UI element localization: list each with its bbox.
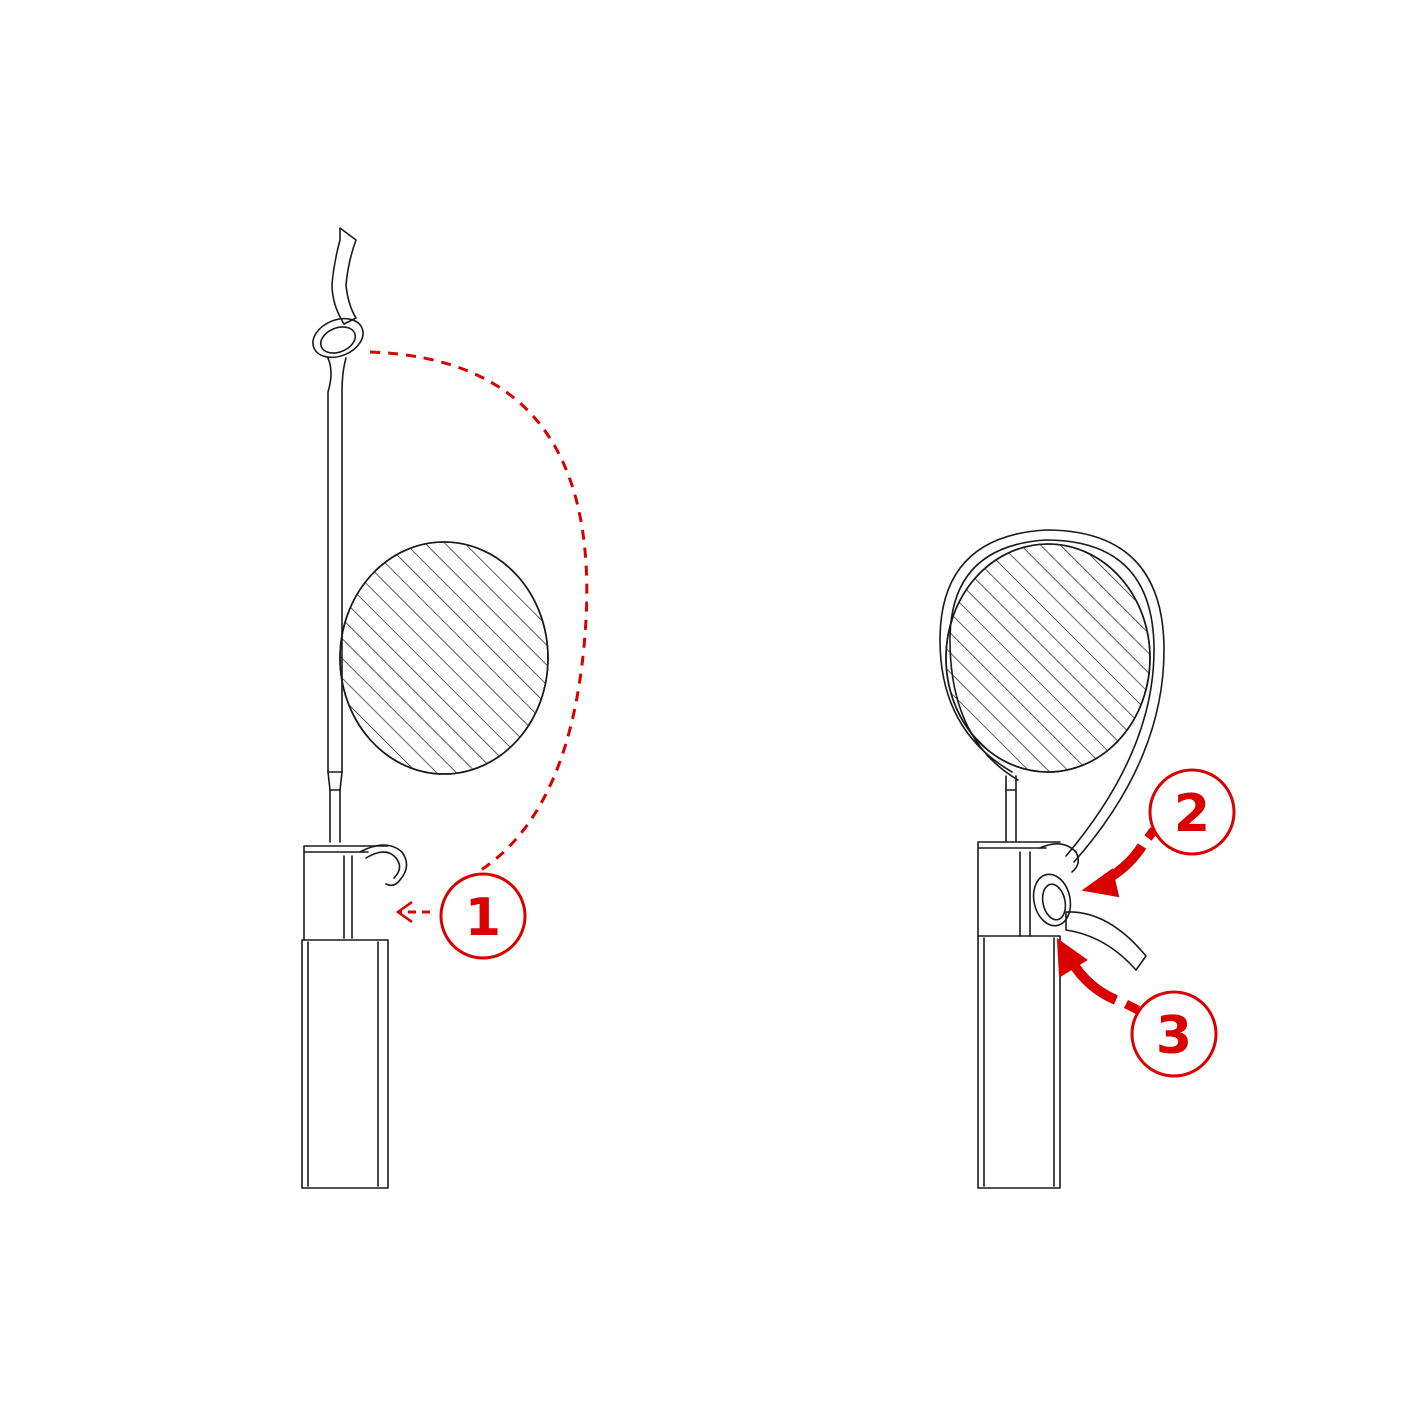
right-figure-strap-looped	[939, 529, 1165, 1189]
step-2-number: 2	[1174, 784, 1210, 844]
step-1-badge: 1	[439, 872, 527, 960]
step-2-arrow	[1081, 827, 1158, 898]
strap-tail-right	[1065, 911, 1147, 971]
step-2-badge: 2	[1148, 768, 1236, 856]
strap-wrap-right	[939, 529, 1165, 863]
strap-cord-left	[327, 357, 347, 843]
clip-housing-right	[977, 841, 1080, 937]
hatched-object-left	[339, 541, 549, 775]
step-3-number: 3	[1156, 1006, 1192, 1066]
device-body-left	[301, 939, 389, 1189]
clip-housing-left	[303, 844, 408, 941]
strap-loop-left	[312, 317, 364, 359]
hatched-object-right	[945, 543, 1151, 773]
strap-cord-right	[1005, 775, 1017, 843]
strap-loop-right	[1032, 873, 1072, 927]
left-figure-strap-open	[301, 227, 549, 1189]
step-1-arrow	[369, 350, 589, 924]
step-3-badge: 3	[1130, 990, 1218, 1078]
step-3-arrow	[1056, 937, 1141, 1015]
device-body-right	[977, 935, 1061, 1189]
step-1-number: 1	[465, 888, 501, 948]
strap-tail-left	[331, 227, 357, 325]
